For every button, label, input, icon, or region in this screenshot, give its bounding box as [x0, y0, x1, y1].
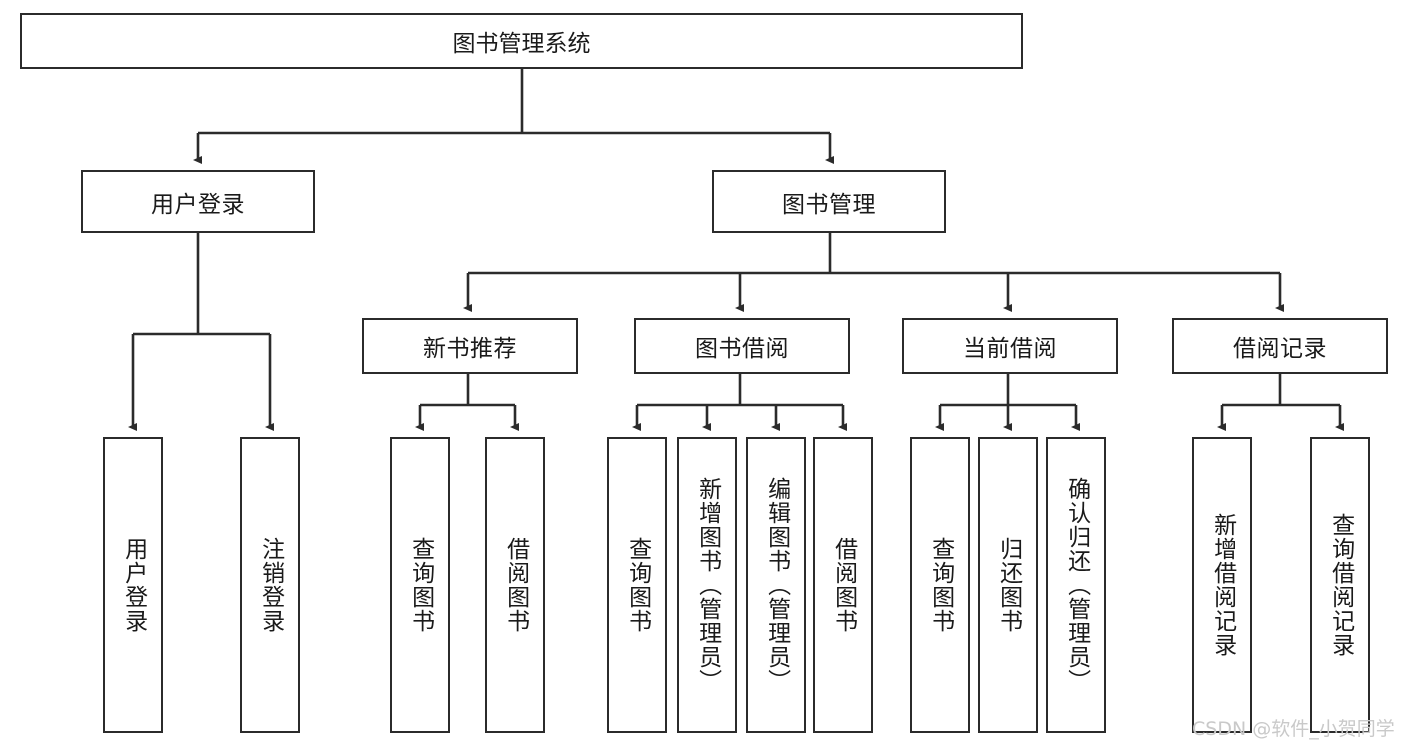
leaf-query-book-borrow[interactable]: 查询图书	[607, 437, 667, 733]
leaf-confirm-return-admin[interactable]: 确认归还（管理员）	[1046, 437, 1106, 733]
leaf-query-book-recommend[interactable]: 查询图书	[390, 437, 450, 733]
leaf-query-borrow-record[interactable]: 查询借阅记录	[1310, 437, 1370, 733]
leaf-add-book-admin[interactable]: 新增图书（管理员）	[677, 437, 737, 733]
leaf-add-borrow-record[interactable]: 新增借阅记录	[1192, 437, 1252, 733]
node-label: 借阅图书	[502, 537, 529, 633]
node-label: 图书管理系统	[452, 31, 591, 57]
leaf-logout[interactable]: 注销登录	[240, 437, 300, 733]
node-label: 图书管理	[782, 191, 876, 218]
node-label: 借阅图书	[830, 537, 857, 633]
node-label: 用户登录	[151, 191, 245, 218]
leaf-user-login[interactable]: 用户登录	[103, 437, 163, 733]
node-label: 注销登录	[257, 537, 284, 633]
node-root-system[interactable]: 图书管理系统	[20, 13, 1023, 69]
leaf-borrow-book-recommend[interactable]: 借阅图书	[485, 437, 545, 733]
leaf-edit-book-admin[interactable]: 编辑图书（管理员）	[746, 437, 806, 733]
node-user-login[interactable]: 用户登录	[81, 170, 315, 233]
node-label: 借阅记录	[1233, 336, 1327, 362]
node-label: 编辑图书（管理员）	[763, 477, 790, 693]
node-label: 用户登录	[120, 537, 147, 633]
leaf-borrow-book[interactable]: 借阅图书	[813, 437, 873, 733]
node-borrow-record[interactable]: 借阅记录	[1172, 318, 1388, 374]
node-label: 查询图书	[624, 537, 651, 633]
node-book-borrow[interactable]: 图书借阅	[634, 318, 850, 374]
node-label: 查询图书	[927, 537, 954, 633]
node-current-borrow[interactable]: 当前借阅	[902, 318, 1118, 374]
node-label: 当前借阅	[963, 336, 1057, 362]
node-label: 新增借阅记录	[1209, 513, 1236, 657]
node-label: 查询借阅记录	[1327, 513, 1354, 657]
node-label: 图书借阅	[695, 336, 789, 362]
leaf-query-book-current[interactable]: 查询图书	[910, 437, 970, 733]
node-label: 查询图书	[407, 537, 434, 633]
node-book-management[interactable]: 图书管理	[712, 170, 946, 233]
node-label: 新增图书（管理员）	[694, 477, 721, 693]
node-new-book-recommend[interactable]: 新书推荐	[362, 318, 578, 374]
node-label: 确认归还（管理员）	[1063, 477, 1090, 693]
node-label: 归还图书	[995, 537, 1022, 633]
node-label: 新书推荐	[423, 336, 517, 362]
leaf-return-book[interactable]: 归还图书	[978, 437, 1038, 733]
